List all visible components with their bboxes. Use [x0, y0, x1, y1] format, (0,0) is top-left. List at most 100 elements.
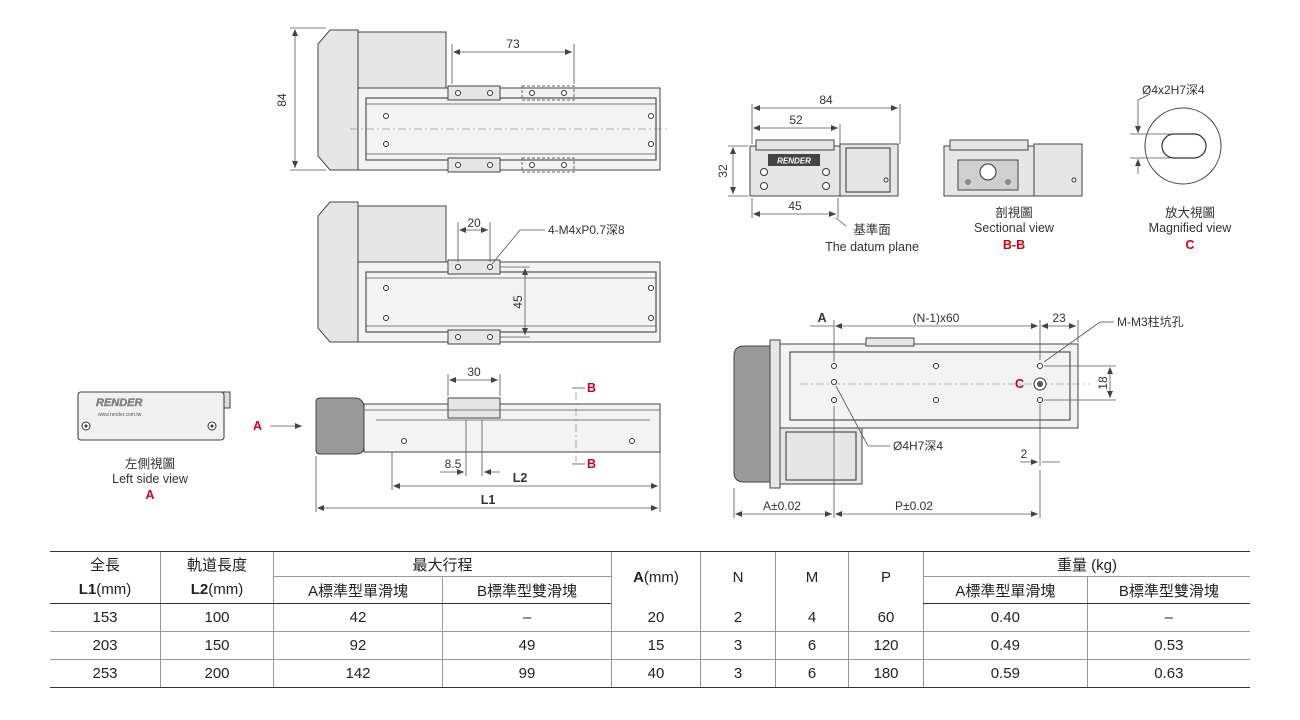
cell-m: 4 [775, 603, 849, 632]
header-n: N [700, 551, 776, 604]
cell-a: 15 [611, 631, 701, 660]
left-side-plate [77, 391, 225, 441]
cell-stroke-b: 49 [442, 631, 612, 660]
cell-l1: 253 [50, 659, 161, 688]
dim-width-45: 45 [511, 295, 525, 309]
datum-caption-cn: 基準面 [853, 222, 891, 237]
dim-tap-note: 4-M4xP0.7深8 [548, 223, 625, 237]
dim-bottom-a-tol: A±0.02 [763, 499, 801, 513]
cell-l2: 150 [160, 631, 274, 660]
cell-l1: 153 [50, 603, 161, 632]
cell-weight-a: 0.59 [923, 659, 1088, 688]
header-l1-code: L1 [78, 581, 97, 599]
cell-weight-b: 0.63 [1086, 659, 1250, 688]
header-full-length-cn: 全長 [50, 551, 161, 577]
cell-p: 60 [848, 603, 924, 632]
header-rail-length-cn: 軌道長度 [160, 551, 274, 577]
sectional-view: 剖視圖 Sectional view B-B [943, 139, 1083, 252]
dim-bottom-23: 23 [1052, 311, 1066, 325]
cell-l2: 100 [160, 603, 274, 632]
cell-weight-b: 0.53 [1086, 631, 1250, 660]
dim-bottom-n: (N-1)x60 [913, 311, 960, 325]
left-side-view: RENDER www.render.com.tw 左側視圖 Left side … [77, 391, 231, 502]
brand-logo: RENDER [96, 397, 143, 409]
cell-weight-a: 0.40 [923, 603, 1088, 632]
magnified-view: Ø4x2H7深4 放大視圖 Magnified view C [1130, 83, 1232, 252]
header-weight-a: A標準型單滑塊 [923, 576, 1088, 604]
cell-n: 3 [700, 659, 776, 688]
section-b-top: B [587, 381, 596, 395]
dim-len-30: 30 [467, 365, 481, 379]
view-arrow-a-label: A [253, 419, 262, 433]
dim-l1: L1 [481, 493, 496, 507]
cell-stroke-a: 92 [273, 631, 443, 660]
top-view-2: 20 4-M4xP0.7深8 45 [317, 201, 661, 345]
motor-body [357, 31, 447, 89]
dim-l2: L2 [513, 471, 528, 485]
magnified-caption-cn: 放大視圖 [1165, 205, 1215, 220]
section-tag: B-B [1003, 238, 1025, 252]
cell-l2: 200 [160, 659, 274, 688]
header-full-length-code: L1(mm) [50, 576, 161, 604]
magnified-tag: C [1185, 238, 1194, 252]
cell-stroke-a: 42 [273, 603, 443, 632]
spec-table: 全長 軌道長度 最大行程 A(mm) N M P 重量 (kg) L1(mm) … [50, 551, 1250, 688]
cell-weight-b: – [1086, 603, 1250, 632]
motor-end-cap [317, 29, 359, 171]
dim-end-84: 84 [819, 93, 833, 107]
header-stroke-a: A標準型單滑塊 [273, 576, 443, 604]
dim-end-45: 45 [788, 199, 802, 213]
bottom-view: C A (N-1)x60 23 M-M3柱坑孔 18 Ø4H7深4 2 A± [733, 311, 1184, 518]
header-l1-unit: (mm) [96, 581, 132, 599]
technical-drawing: 84 73 20 4-M4xP0.7深8 45 [77, 27, 1232, 518]
dim-slider-73: 73 [506, 37, 520, 51]
cell-n: 3 [700, 631, 776, 660]
header-weight: 重量 (kg) [923, 551, 1250, 577]
end-view-brand: RENDER [777, 157, 811, 166]
dim-bottom-p-tol: P±0.02 [895, 499, 933, 513]
dim-bottom-a: A [817, 311, 826, 325]
cell-stroke-a: 142 [273, 659, 443, 688]
magnified-note: Ø4x2H7深4 [1142, 83, 1205, 97]
cell-m: 6 [775, 631, 849, 660]
cell-a: 40 [611, 659, 701, 688]
dim-pitch-20: 20 [467, 216, 481, 230]
left-side-caption-cn: 左側視圖 [125, 456, 175, 471]
top-view-1: 84 73 [275, 27, 668, 173]
cell-weight-a: 0.49 [923, 631, 1088, 660]
header-l2-unit: (mm) [208, 581, 244, 599]
dim-bottom-18: 18 [1096, 376, 1110, 390]
cell-l1: 203 [50, 631, 161, 660]
cell-n: 2 [700, 603, 776, 632]
header-rail-length-code: L2(mm) [160, 576, 274, 604]
header-p: P [848, 551, 924, 604]
header-weight-b: B標準型雙滑塊 [1086, 576, 1250, 604]
section-b-bottom: B [587, 457, 596, 471]
end-view: RENDER 84 52 32 45 基準面 The datum plane [716, 93, 919, 254]
header-max-stroke: 最大行程 [273, 551, 612, 577]
dim-end-32: 32 [716, 164, 730, 178]
header-a-unit: (mm) [643, 569, 679, 587]
left-side-tag: A [145, 488, 154, 502]
header-stroke-b: B標準型雙滑塊 [442, 576, 612, 604]
dim-height-84: 84 [275, 93, 289, 107]
datum-caption-en: The datum plane [825, 240, 919, 254]
dim-end-52: 52 [789, 113, 803, 127]
left-side-caption-en: Left side view [112, 472, 189, 486]
brand-url: www.render.com.tw [98, 412, 142, 418]
dim-len-8-5: 8.5 [445, 457, 462, 471]
dim-bottom-m: M-M3柱坑孔 [1117, 314, 1184, 329]
magnified-caption-en: Magnified view [1149, 221, 1233, 235]
header-a-code: A [633, 569, 644, 587]
cell-a: 20 [611, 603, 701, 632]
cell-p: 120 [848, 631, 924, 660]
header-l2-code: L2 [190, 581, 209, 599]
cell-stroke-b: – [442, 603, 612, 632]
cell-m: 6 [775, 659, 849, 688]
header-m: M [775, 551, 849, 604]
header-a: A(mm) [611, 551, 701, 604]
dim-bottom-2: 2 [1021, 447, 1028, 461]
